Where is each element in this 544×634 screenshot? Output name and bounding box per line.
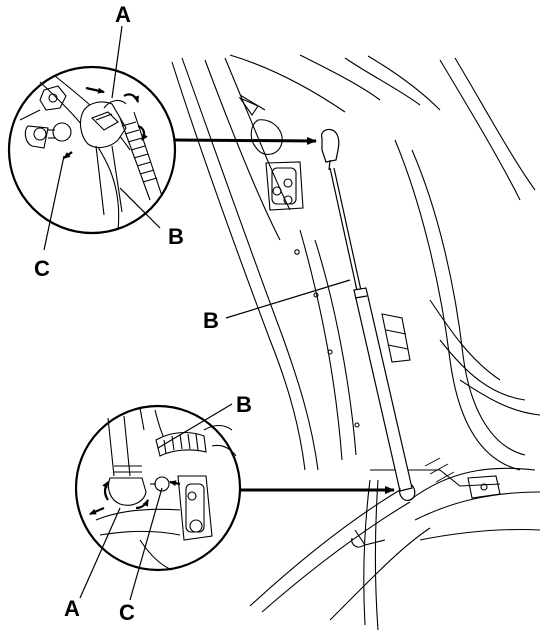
strut-leader-line [225,279,351,319]
callout-bottom-a: A [64,596,80,621]
vehicle-body-panel [171,54,541,631]
support-strut [321,128,416,501]
callout-strut-b: B [203,308,219,333]
callout-top-c: C [34,256,50,281]
callout-bottom-c: C [119,600,135,625]
callout-top-b: B [168,224,184,249]
callout-bottom-b: B [236,392,252,417]
lower-mount-detail [74,403,242,601]
upper-mount-detail [7,25,177,251]
pointer-arrows [174,136,395,494]
callout-top-a: A [115,2,131,27]
